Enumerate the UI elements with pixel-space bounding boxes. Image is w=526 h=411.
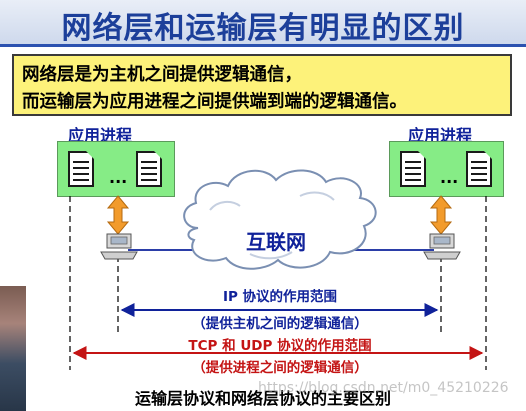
left-arrow-icon xyxy=(106,195,130,235)
figure-caption: 运输层协议和网络层协议的主要区别 xyxy=(134,389,391,408)
page-title: 网络层和运输层有明显的区别 xyxy=(61,11,465,46)
document-icon xyxy=(68,151,94,187)
ip-scope-title: IP 协议的作用范围 xyxy=(222,289,338,305)
left-process-label: 应用进程 xyxy=(68,126,133,145)
right-process-box: ... xyxy=(389,141,504,197)
tcp-scope-desc: （提供进程之间的逻辑通信） xyxy=(192,360,368,376)
highlight-line-2: 而运输层为应用进程之间提供端到端的逻辑通信。 xyxy=(22,92,407,112)
document-icon xyxy=(136,151,162,187)
title-divider xyxy=(0,44,526,47)
watermark: https://blog.csdn.net/m0_45210226 xyxy=(258,380,509,396)
right-dots: ... xyxy=(440,168,459,187)
right-process-label: 应用进程 xyxy=(408,126,473,145)
document-icon xyxy=(400,151,426,187)
document-icon xyxy=(466,151,492,187)
right-host-computer-icon xyxy=(423,233,461,260)
left-process-box: ... xyxy=(57,141,175,197)
left-dots: ... xyxy=(109,168,128,187)
internet-label: 互联网 xyxy=(246,230,306,254)
presenter-video-thumbnail xyxy=(0,286,26,411)
right-arrow-icon xyxy=(429,195,453,235)
left-host-computer-icon xyxy=(100,233,138,260)
title-bar xyxy=(0,0,526,46)
highlight-box: 网络层是为主机之间提供逻辑通信， 而运输层为应用进程之间提供端到端的逻辑通信。 xyxy=(12,54,512,116)
highlight-line-1: 网络层是为主机之间提供逻辑通信， xyxy=(22,65,302,85)
ip-scope-desc: （提供主机之间的逻辑通信） xyxy=(192,316,368,332)
tcp-scope-title: TCP 和 UDP 协议的作用范围 xyxy=(188,338,372,354)
